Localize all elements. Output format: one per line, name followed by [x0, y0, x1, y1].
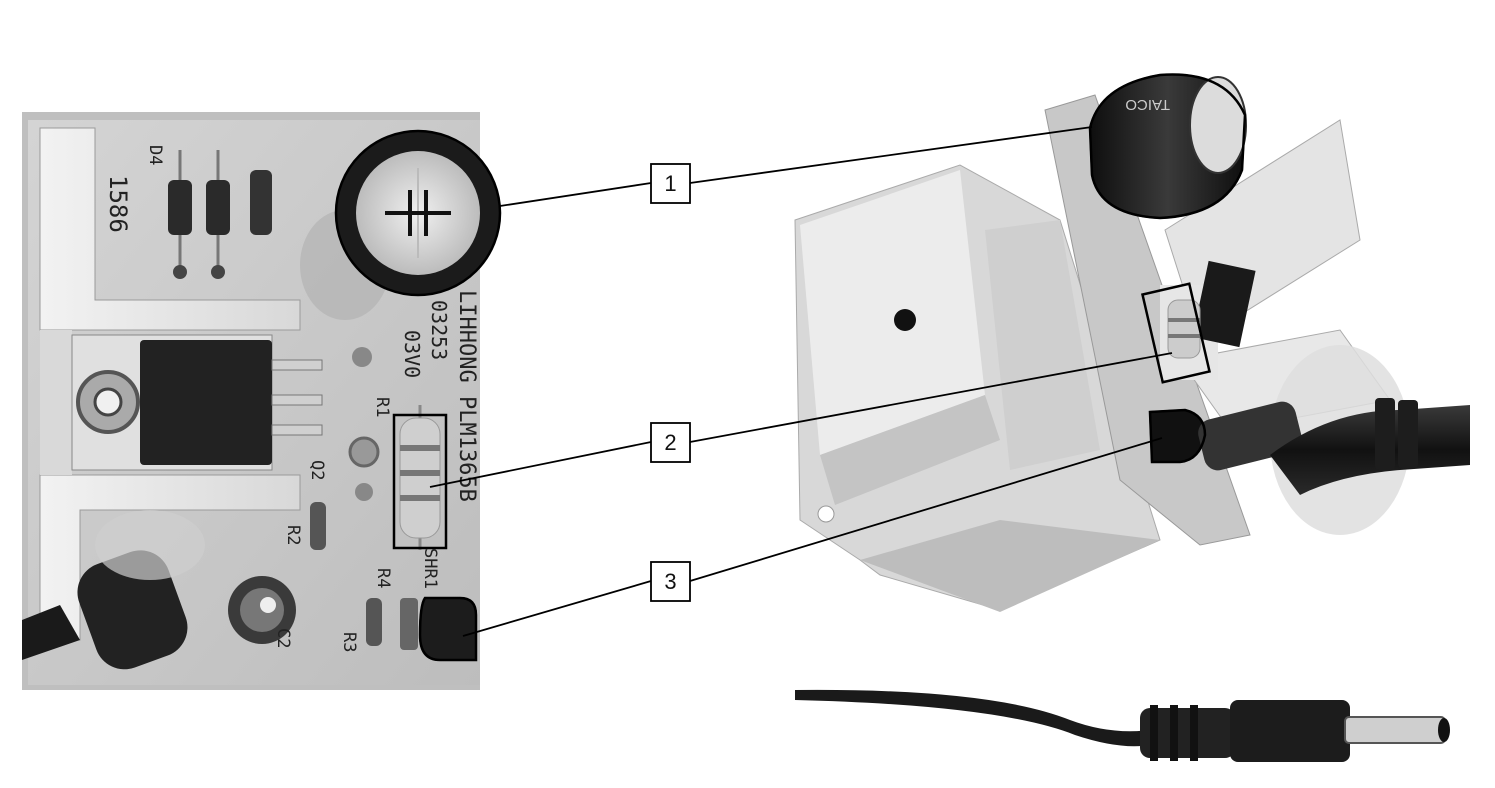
ref-shr1: SHR1	[420, 548, 440, 589]
highlight-outlines	[334, 73, 1247, 662]
heatsink-side	[40, 330, 72, 475]
ref-r2: R2	[283, 525, 303, 545]
voltage-regulator	[71, 334, 323, 471]
callout-box-1	[650, 163, 691, 204]
cap-brand-text: TAICO	[1125, 96, 1170, 113]
resistor-side-view	[1160, 260, 1256, 380]
resistor-r4	[400, 598, 418, 650]
leader-1-right	[689, 126, 1093, 184]
highlight-transistor-right	[1148, 408, 1207, 464]
leader-3-right	[689, 437, 1163, 582]
left-pcb-photo: LIHHONG PLM1365B 03253 03V0 1586 D4 R1 Q…	[22, 112, 500, 690]
capacitor-c2	[228, 576, 296, 644]
dc-cable-left	[22, 510, 205, 670]
callout-2: 2	[650, 422, 691, 463]
dc-cable-right	[1270, 398, 1470, 495]
board-brand-line: LIHHONG PLM1365B	[454, 290, 479, 502]
callout-1: 1	[650, 163, 691, 204]
transformer	[794, 164, 1161, 612]
highlight-capacitor-left	[334, 129, 502, 297]
resistor-r1	[399, 405, 441, 550]
resistor-r2	[310, 502, 326, 550]
callout-label-3: 3	[664, 569, 676, 594]
callout-3: 3	[650, 561, 691, 602]
leader-3-left	[462, 580, 652, 637]
diodes	[168, 150, 272, 279]
ref-r4: R4	[373, 568, 393, 588]
callout-box-3	[650, 561, 691, 602]
leader-2-left	[429, 441, 652, 488]
resistor-r3	[366, 598, 382, 646]
ref-c2: C2	[273, 628, 293, 648]
dc-plug-cable	[795, 689, 1150, 747]
ref-r1: R1	[372, 397, 392, 417]
dc-plug-body	[1230, 700, 1350, 762]
transistor-left	[418, 597, 477, 661]
capacitor-side-view: TAICO	[1088, 73, 1247, 220]
callout-label-1: 1	[664, 171, 676, 196]
leader-lines	[429, 126, 1173, 637]
ref-d4: D4	[145, 145, 165, 165]
highlight-transistor-left	[418, 596, 478, 662]
leader-1-left	[499, 182, 652, 207]
ref-r3: R3	[339, 632, 359, 652]
board-code-1: 03253	[427, 300, 451, 360]
ref-q2: Q2	[307, 460, 327, 480]
capacitor-top-view	[300, 131, 500, 320]
dc-plug-strain-relief	[1140, 708, 1235, 758]
dc-plug-tip	[1344, 716, 1446, 744]
callout-label-2: 2	[664, 430, 676, 455]
board-code-3: 1586	[104, 175, 132, 233]
dc-plug-photo	[795, 689, 1450, 762]
highlight-capacitor-right	[1088, 73, 1247, 220]
highlight-resistor-right	[1140, 282, 1212, 384]
board-code-2: 03V0	[400, 330, 424, 378]
callout-box-2	[650, 422, 691, 463]
highlight-resistor-left	[392, 413, 448, 550]
leader-2-right	[689, 352, 1173, 443]
